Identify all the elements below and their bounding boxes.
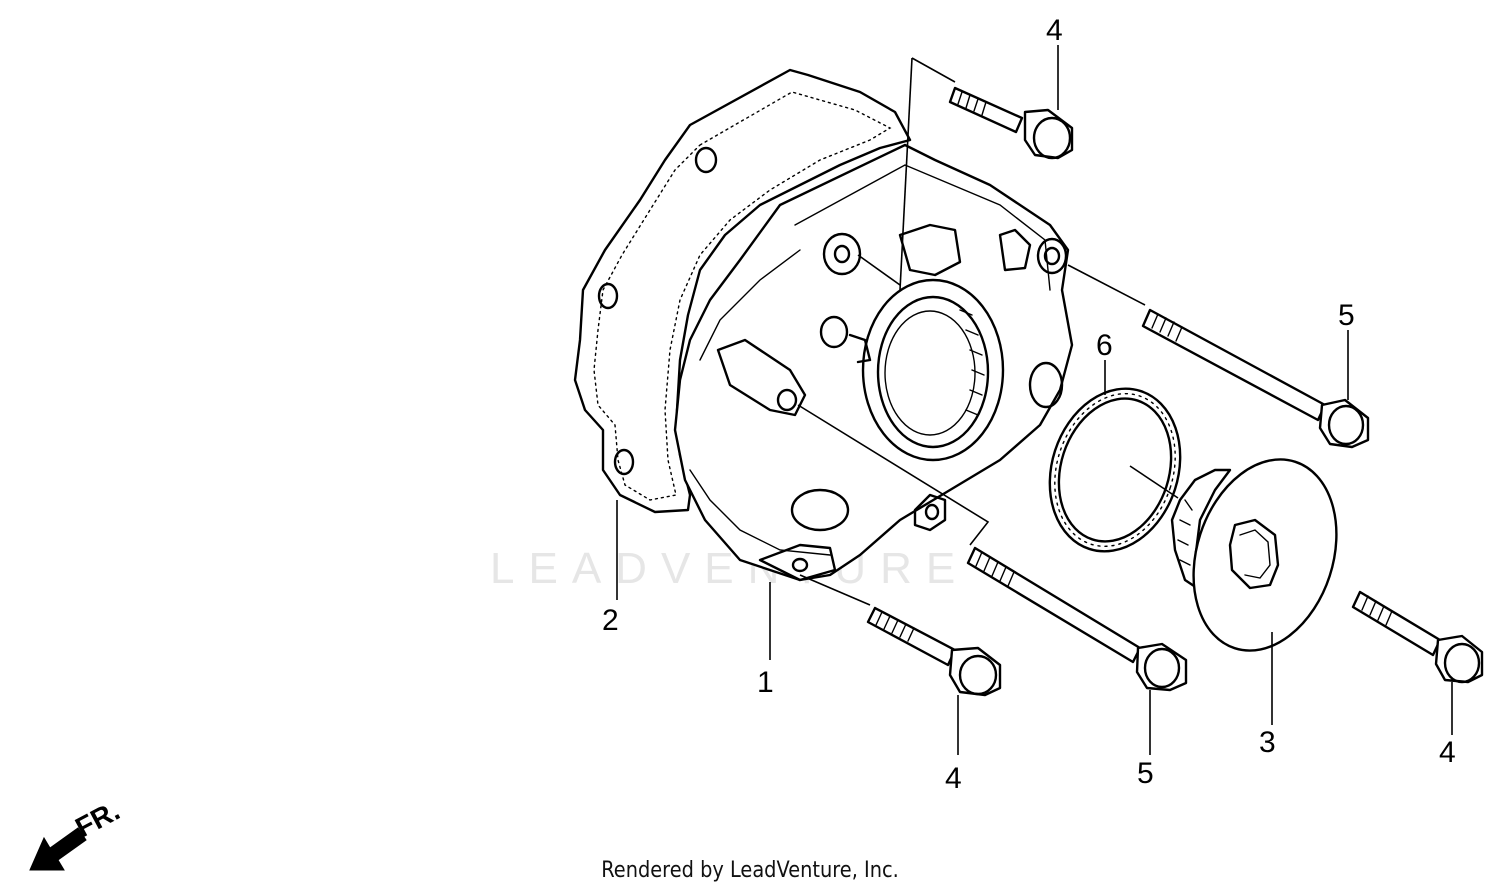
part-6-o-ring[interactable] (1029, 372, 1200, 569)
bolt-5-bottom[interactable] (966, 546, 1188, 692)
callout-4-left: 4 (945, 762, 962, 795)
bolt-4-left[interactable] (866, 606, 1002, 697)
part-1-cover[interactable] (673, 143, 1074, 582)
callout-2: 2 (602, 604, 619, 637)
callout-5-bottom: 5 (1137, 757, 1154, 790)
bolt-5-top[interactable] (1141, 308, 1370, 449)
callout-5-top: 5 (1338, 299, 1355, 332)
bolt-4-right[interactable] (1351, 590, 1484, 684)
render-credit: Rendered by LeadVenture, Inc. (601, 858, 899, 883)
watermark: LEADVENTURE (490, 544, 969, 593)
part-3-cap[interactable] (1170, 441, 1360, 669)
callout-3: 3 (1259, 726, 1276, 759)
callout-4-top: 4 (1046, 14, 1063, 47)
arrow-left-down-icon (29, 827, 87, 871)
callout-1: 1 (757, 666, 774, 699)
bolt-4-top[interactable] (948, 86, 1074, 160)
leader-lines (616, 45, 1453, 755)
callout-6: 6 (1096, 329, 1113, 362)
callout-4-right: 4 (1439, 736, 1456, 769)
